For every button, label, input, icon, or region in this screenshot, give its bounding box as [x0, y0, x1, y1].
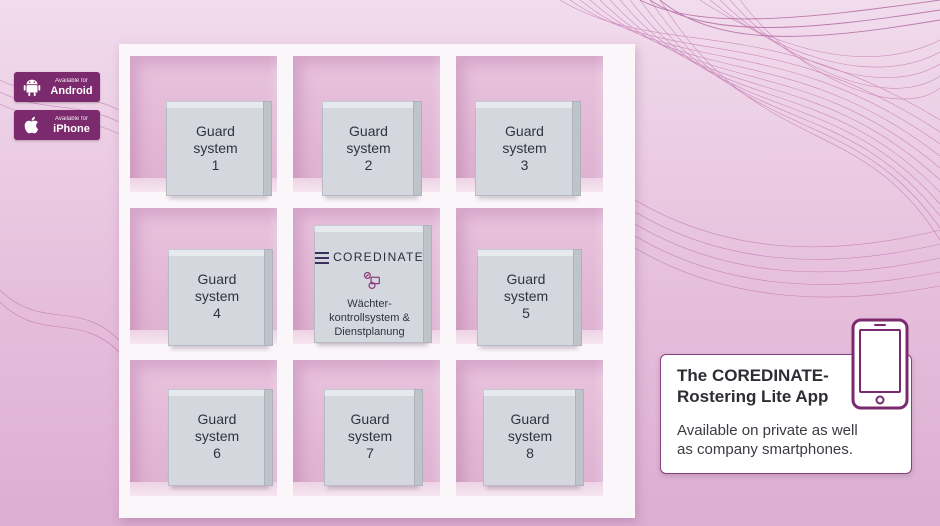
box-label: Guard	[197, 411, 237, 427]
coredinate-box: COREDINATE Wächter- kontrollsystem & Die…	[314, 225, 432, 343]
box-label: system	[503, 288, 549, 304]
box-label: system	[194, 288, 240, 304]
box-label: system	[194, 428, 240, 444]
brand-name: COREDINATE	[333, 250, 424, 264]
box-number: 7	[366, 445, 374, 461]
box-label: Guard	[506, 271, 546, 287]
logo-bars-icon	[315, 251, 330, 264]
box-number: 1	[211, 157, 220, 173]
box-label: Guard	[197, 271, 237, 287]
box-number: 5	[522, 305, 530, 321]
info-title: The COREDINATE- Rostering Lite App	[677, 365, 847, 407]
android-icon	[23, 79, 41, 97]
smartphone-icon	[851, 318, 909, 410]
box-label: system	[347, 428, 393, 444]
box-number: 4	[213, 305, 221, 321]
rostering-icon	[363, 271, 380, 290]
center-box-line: Dienstplanung	[334, 326, 405, 338]
center-box-line: Wächter-	[347, 298, 392, 310]
box-label: system	[507, 428, 553, 444]
android-badge-label: Android	[50, 84, 93, 97]
box-number: 6	[213, 445, 221, 461]
iphone-store-badge[interactable]: Available for iPhone	[14, 110, 100, 140]
box-label: Guard	[510, 411, 550, 427]
box-label: Guard	[505, 123, 544, 139]
box-number: 3	[520, 157, 529, 173]
info-title-line: Rostering Lite App	[677, 387, 829, 406]
center-box-line: kontrollsystem &	[329, 312, 410, 324]
box-label: system	[193, 140, 238, 156]
info-subtitle-line: Available on private as well	[677, 422, 858, 439]
box-label: Guard	[196, 123, 235, 139]
apple-icon	[24, 116, 39, 134]
box-label: system	[346, 140, 391, 156]
info-subtitle: Available on private as well as company …	[677, 421, 897, 459]
info-card: The COREDINATE- Rostering Lite App Avail…	[660, 354, 912, 474]
box-number: 8	[526, 445, 534, 461]
info-subtitle-line: as company smartphones.	[677, 441, 853, 458]
iphone-badge-label: iPhone	[53, 122, 90, 135]
box-number: 2	[364, 157, 373, 173]
android-badge-caption: Available for	[55, 77, 88, 84]
iphone-badge-caption: Available for	[55, 115, 88, 122]
coredinate-logo: COREDINATE	[315, 249, 424, 266]
android-store-badge[interactable]: Available for Android	[14, 72, 100, 102]
box-label: Guard	[349, 123, 388, 139]
info-title-line: The COREDINATE-	[677, 366, 829, 385]
box-label: Guard	[350, 411, 390, 427]
box-label: system	[502, 140, 547, 156]
